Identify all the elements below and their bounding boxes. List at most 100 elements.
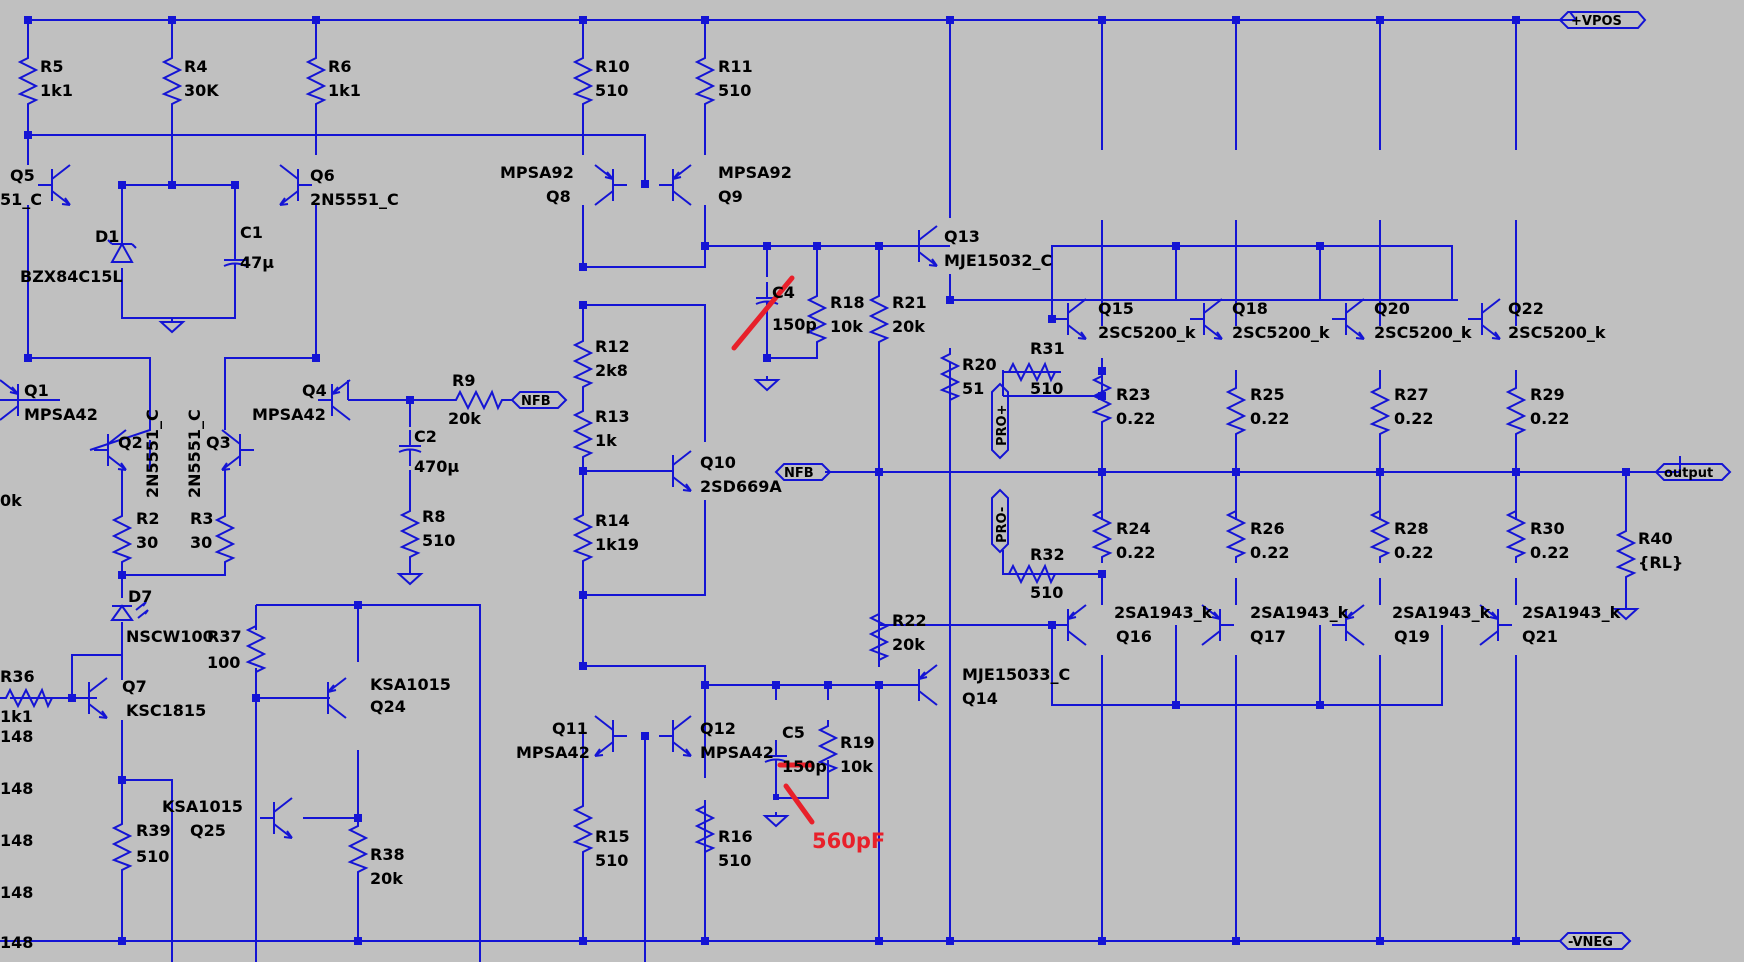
label-r27-name: R27 (1394, 385, 1429, 404)
label-r30-value: 0.22 (1530, 543, 1569, 562)
component-labels: R5 1k1 R4 30K R6 1k1 R10 510 R11 510 Q5 … (0, 57, 1683, 952)
label-r13-value: 1k (595, 431, 617, 450)
label-q22-name: Q22 (1508, 299, 1544, 318)
port-vpos: +VPOS (1408, 11, 1647, 29)
label-r3-name: R3 (190, 509, 213, 528)
label-r4-value: 30K (184, 81, 219, 100)
label-left-148-5: 148 (0, 933, 33, 952)
ground-r8 (398, 569, 422, 585)
label-q14-name: Q14 (962, 689, 998, 708)
label-q5-value: 51_C (0, 190, 42, 209)
label-r29-value: 0.22 (1530, 409, 1569, 428)
label-r31-value: 510 (1030, 379, 1063, 398)
label-r9-value: 20k (448, 409, 481, 428)
port-pro-minus: PRO- (991, 488, 1010, 554)
label-q10-name: Q10 (700, 453, 736, 472)
resistor-r40 (1617, 524, 1635, 584)
label-q3-name: Q3 (206, 433, 231, 452)
label-r16-value: 510 (718, 851, 751, 870)
transistor-q12 (658, 715, 692, 757)
zener-d1 (107, 239, 137, 263)
resistor-r3 (216, 509, 234, 569)
port-output: output (1654, 463, 1732, 481)
label-r22-name: R22 (892, 611, 927, 630)
label-q17-name: Q17 (1250, 627, 1286, 646)
label-c4-value: 150p (772, 315, 817, 334)
label-d1-name: D1 (95, 227, 119, 246)
resistor-r9 (449, 391, 509, 409)
label-r20-value: 51 (962, 379, 984, 398)
label-r12-value: 2k8 (595, 361, 628, 380)
label-c1-name: C1 (240, 223, 263, 242)
transistor-q9 (658, 164, 692, 206)
label-r11-value: 510 (718, 81, 751, 100)
label-q15-name: Q15 (1098, 299, 1134, 318)
label-r28-value: 0.22 (1394, 543, 1433, 562)
resistor-r27 (1371, 381, 1389, 441)
label-r32-value: 510 (1030, 583, 1063, 602)
label-q16-name: Q16 (1116, 627, 1152, 646)
label-q12-name: Q12 (700, 719, 736, 738)
transistor-q11 (594, 715, 628, 757)
label-r18-name: R18 (830, 293, 865, 312)
label-r14-name: R14 (595, 511, 630, 530)
label-r27-value: 0.22 (1394, 409, 1433, 428)
resistor-r11 (696, 51, 714, 111)
label-q12-value: MPSA42 (700, 743, 774, 762)
ground-c4 (755, 375, 779, 391)
transistor-q15 (1053, 298, 1087, 340)
label-r20-name: R20 (962, 355, 997, 374)
label-r2-name: R2 (136, 509, 159, 528)
label-r10-name: R10 (595, 57, 630, 76)
annotation-c5-change: 560pF (777, 762, 885, 853)
label-q8-name: Q8 (546, 187, 571, 206)
label-c5-name: C5 (782, 723, 805, 742)
resistor-r15 (574, 799, 592, 859)
label-r37-name: R37 (207, 627, 242, 646)
resistor-r10 (574, 51, 592, 111)
label-q9-value: MPSA92 (718, 163, 792, 182)
label-r25-value: 0.22 (1250, 409, 1289, 428)
label-r3-value: 30 (190, 533, 212, 552)
resistor-r12 (574, 334, 592, 394)
label-left-148-2: 148 (0, 779, 33, 798)
label-r26-name: R26 (1250, 519, 1285, 538)
label-q3-value: 2N5551_C (185, 409, 204, 498)
svg-text:+VPOS: +VPOS (1571, 14, 1622, 29)
label-r18-value: 10k (830, 317, 863, 336)
label-r4-name: R4 (184, 57, 207, 76)
label-left-edge-k: 0k (0, 491, 22, 510)
label-r31-name: R31 (1030, 339, 1065, 358)
label-r38-name: R38 (370, 845, 405, 864)
label-d7-name: D7 (128, 587, 152, 606)
resistor-r29 (1507, 381, 1525, 441)
label-q18-name: Q18 (1232, 299, 1268, 318)
ground-c5 (764, 811, 788, 827)
svg-text:PRO-: PRO- (995, 507, 1010, 543)
label-q16-value: 2SA1943_k (1114, 603, 1213, 622)
svg-text:NFB: NFB (784, 466, 814, 481)
label-q25-name: Q25 (190, 821, 226, 840)
label-r8-name: R8 (422, 507, 445, 526)
label-r36-name: R36 (0, 667, 35, 686)
label-q19-value: 2SA1943_k (1392, 603, 1491, 622)
svg-text:NFB: NFB (521, 394, 551, 409)
label-q24-value: KSA1015 (370, 675, 451, 694)
label-q10-value: 2SD669A (700, 477, 782, 496)
label-q11-name: Q11 (552, 719, 588, 738)
label-r30-name: R30 (1530, 519, 1565, 538)
label-r39-value: 510 (136, 847, 169, 866)
label-q6-name: Q6 (310, 166, 335, 185)
resistor-r6 (307, 51, 325, 111)
label-q22-value: 2SC5200_k (1508, 323, 1606, 342)
label-d7-value: NSCW100 (126, 627, 214, 646)
label-r28-name: R28 (1394, 519, 1429, 538)
label-r2-value: 30 (136, 533, 158, 552)
resistor-r21 (870, 289, 888, 349)
transistor-q25 (259, 797, 293, 839)
label-q7-value: KSC1815 (126, 701, 206, 720)
label-r23-value: 0.22 (1116, 409, 1155, 428)
label-q19-name: Q19 (1394, 627, 1430, 646)
transistor-q8 (594, 164, 628, 206)
